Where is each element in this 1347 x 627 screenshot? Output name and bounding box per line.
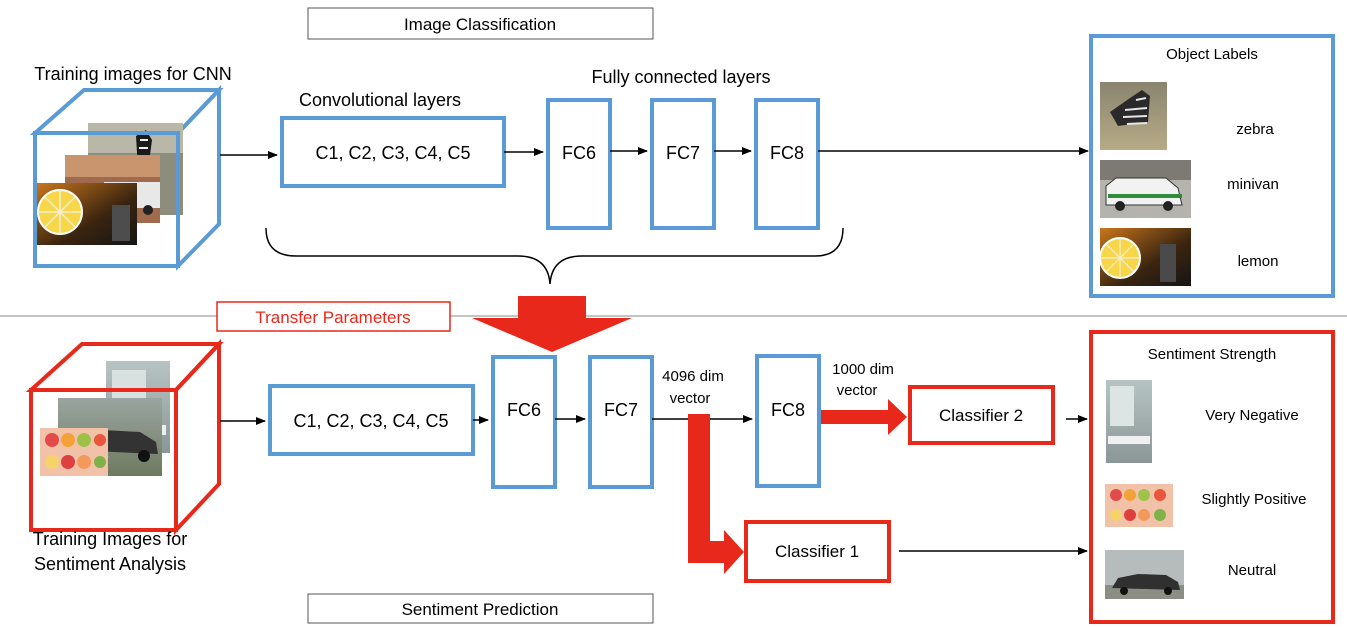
zebra-thumbnail (1100, 82, 1167, 150)
training-label-top: Training images for CNN (34, 64, 231, 84)
transfer-arrow (472, 296, 632, 352)
fruit-photo (40, 428, 108, 476)
object-labels-title: Object Labels (1166, 46, 1258, 63)
vector-4096-label-2: vector (670, 390, 711, 407)
fc7-block-top (650, 98, 716, 230)
fc8-label-top: FC8 (770, 143, 804, 163)
section-title-bottom: Sentiment Prediction (402, 600, 559, 619)
classifier2-box (908, 385, 1055, 445)
conv-block-label-bottom: C1, C2, C3, C4, C5 (293, 411, 448, 431)
restroom-thumbnail (1106, 380, 1152, 463)
minivan-thumbnail (1100, 160, 1191, 218)
classifier1-box (744, 520, 891, 583)
object-label-lemon: lemon (1238, 253, 1279, 270)
layers-brace (265, 227, 844, 285)
classifier2-label: Classifier 2 (939, 406, 1023, 425)
car-thumbnail (1105, 550, 1184, 599)
red-arrow-to-classifier2 (821, 399, 907, 435)
training-cube-bottom (25, 338, 224, 536)
fc6-block-top (546, 98, 612, 230)
training-label-bottom-1: Training Images for (33, 529, 187, 549)
transfer-label: Transfer Parameters (255, 308, 410, 327)
conv-label-top: Convolutional layers (299, 90, 461, 110)
fc8-label-bottom: FC8 (771, 400, 805, 420)
section-title-top: Image Classification (404, 15, 556, 34)
fc6-label-bottom: FC6 (507, 400, 541, 420)
section-title-box-top (307, 7, 654, 40)
red-arrow-to-classifier1 (688, 414, 744, 574)
transfer-label-box (216, 301, 451, 332)
conv-block-top (280, 116, 506, 188)
training-label-bottom-2: Sentiment Analysis (34, 554, 186, 574)
fc-label-top: Fully connected layers (591, 67, 770, 87)
fc7-label-top: FC7 (666, 143, 700, 163)
object-label-minivan: minivan (1227, 176, 1279, 193)
vector-1000-label-2: vector (837, 382, 878, 399)
sentiment-label-neutral: Neutral (1228, 562, 1276, 579)
sentiment-label-slightly-positive: Slightly Positive (1201, 491, 1306, 508)
fruit-thumbnail (1105, 484, 1173, 527)
classifier1-label: Classifier 1 (775, 542, 859, 561)
sentiment-strength-title: Sentiment Strength (1148, 346, 1276, 363)
object-label-zebra: zebra (1236, 121, 1274, 138)
fc7-block-bottom (588, 355, 654, 489)
fc6-block-bottom (491, 355, 557, 489)
fc7-label-bottom: FC7 (604, 400, 638, 420)
training-cube-top (29, 85, 224, 271)
vector-1000-label-1: 1000 dim (832, 361, 894, 378)
fc6-label-top: FC6 (562, 143, 596, 163)
conv-block-label-top: C1, C2, C3, C4, C5 (315, 143, 470, 163)
section-title-box-bottom (307, 593, 654, 624)
fc8-block-top (754, 98, 820, 230)
sentiment-label-very-negative: Very Negative (1205, 407, 1298, 424)
vector-4096-label-1: 4096 dim (662, 368, 724, 385)
lemon-thumbnail (1099, 228, 1191, 286)
fc8-block-bottom (755, 354, 821, 488)
lemon-photo (37, 183, 137, 245)
